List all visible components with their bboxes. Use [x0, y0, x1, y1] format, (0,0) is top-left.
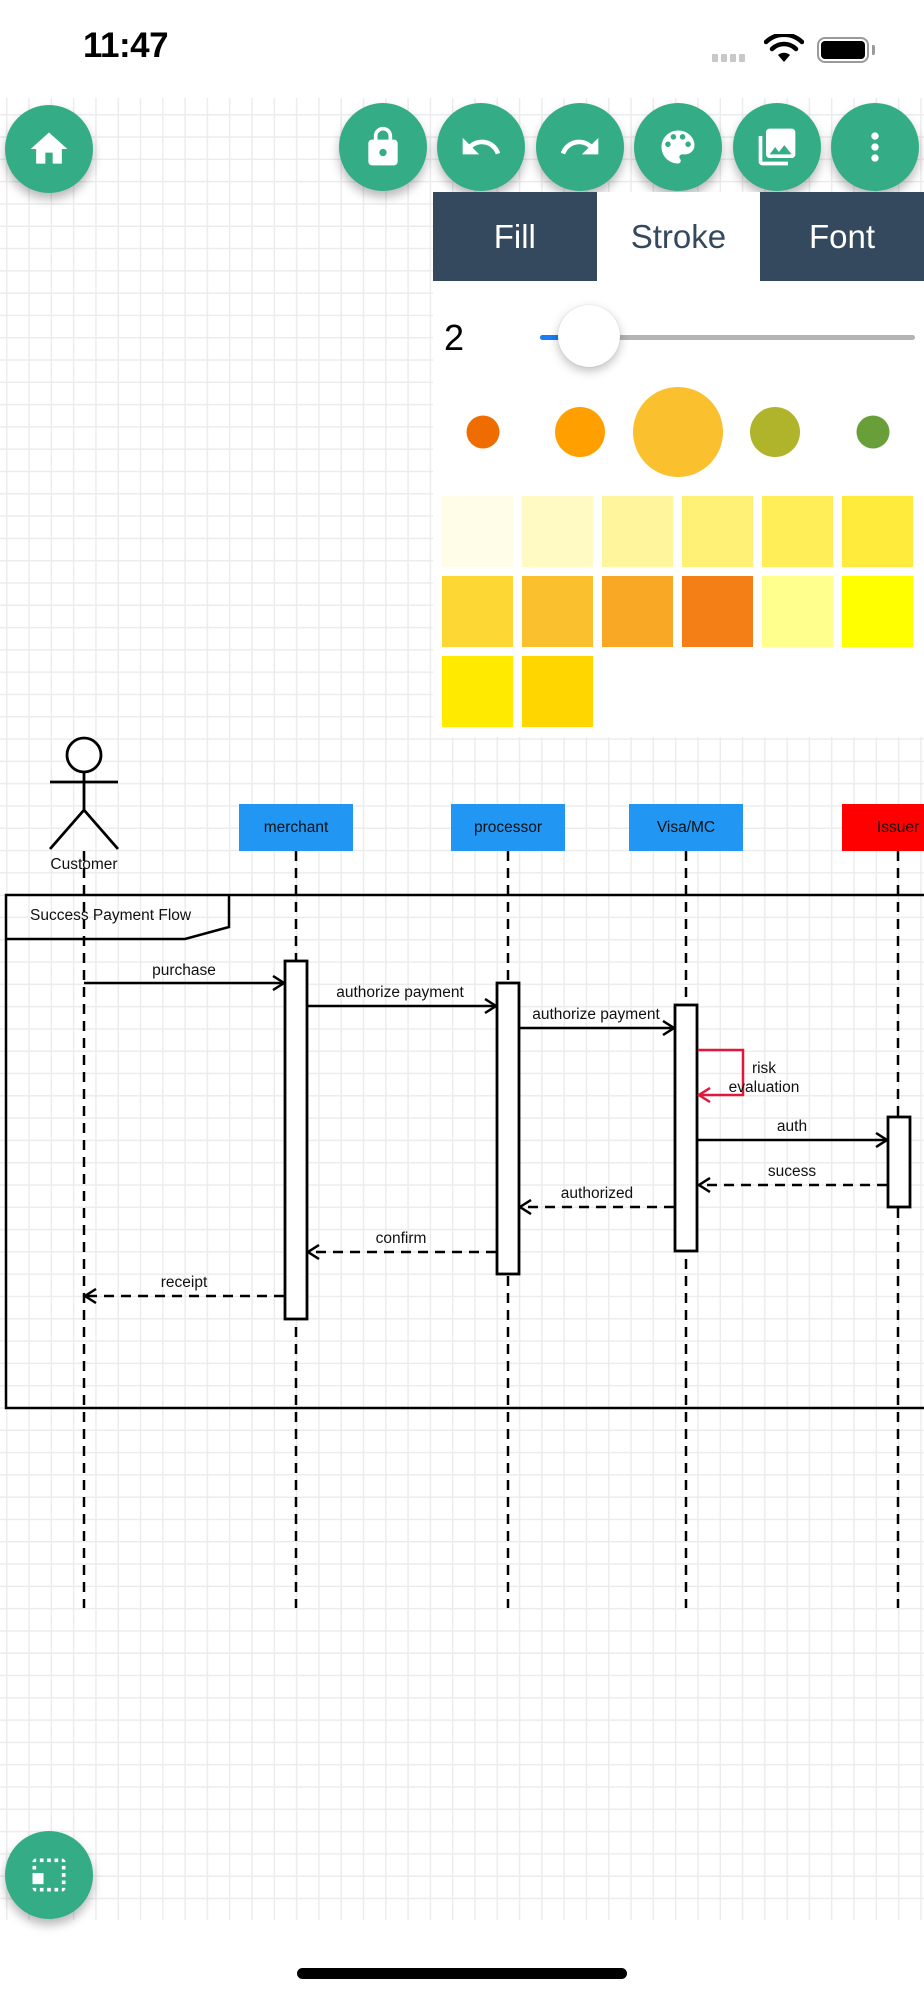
tab-stroke[interactable]: Stroke — [596, 192, 761, 281]
participant-visa-mc[interactable]: Visa/MC — [629, 804, 743, 851]
actor-customer[interactable] — [48, 736, 120, 850]
cellular-signal-icon — [712, 54, 745, 62]
message-label: authorize payment — [532, 1006, 660, 1023]
battery-icon — [817, 37, 869, 63]
shade-option[interactable] — [856, 415, 890, 449]
color-swatch[interactable] — [842, 576, 913, 647]
color-swatch[interactable] — [442, 576, 513, 647]
message-risk-evaluation[interactable] — [698, 1048, 745, 1095]
color-swatch[interactable] — [442, 496, 513, 567]
message-label: receipt — [161, 1274, 208, 1291]
slider-track — [540, 335, 915, 340]
undo-icon — [462, 137, 501, 155]
participant-issuer[interactable]: Issuer — [842, 804, 924, 851]
color-swatch[interactable] — [522, 656, 593, 727]
color-swatch[interactable] — [682, 496, 753, 567]
home-button[interactable] — [5, 105, 93, 193]
lock-button[interactable] — [339, 103, 427, 191]
shade-option[interactable] — [555, 407, 605, 457]
color-swatch[interactable] — [602, 576, 673, 647]
participant-merchant[interactable]: merchant — [239, 804, 353, 851]
color-swatch-grid — [442, 496, 922, 727]
message-label: confirm — [376, 1230, 427, 1247]
palette-button[interactable] — [634, 103, 722, 191]
more-button[interactable] — [831, 103, 919, 191]
actor-label: Customer — [50, 856, 117, 873]
fit-screen-button[interactable] — [5, 1831, 93, 1919]
more-vertical-icon — [871, 132, 879, 162]
undo-button[interactable] — [437, 103, 525, 191]
home-icon — [30, 132, 68, 164]
style-panel: Fill Stroke Font 2 — [433, 192, 924, 737]
palette-icon — [661, 130, 695, 164]
color-swatch[interactable] — [442, 656, 513, 727]
participant-label: Issuer — [877, 819, 919, 836]
color-swatch[interactable] — [762, 576, 833, 647]
message-label-line2: evaluation — [729, 1079, 800, 1096]
shade-option[interactable] — [750, 407, 800, 457]
participant-processor[interactable]: processor — [451, 804, 565, 851]
lock-icon — [368, 126, 398, 166]
color-swatch[interactable] — [842, 496, 913, 567]
status-time: 11:47 — [83, 26, 169, 65]
redo-icon — [560, 137, 599, 155]
message-label: auth — [777, 1118, 807, 1135]
tab-fill[interactable]: Fill — [433, 192, 597, 281]
participant-label: merchant — [264, 819, 329, 836]
wifi-icon — [764, 34, 804, 62]
activation-merchant[interactable] — [283, 959, 309, 1321]
shade-option[interactable] — [466, 415, 500, 449]
message-label: purchase — [152, 962, 216, 979]
gallery-button[interactable] — [733, 103, 821, 191]
tab-font[interactable]: Font — [760, 192, 924, 281]
home-indicator — [297, 1968, 627, 1979]
battery-tip — [872, 45, 875, 55]
activation-visa-mc[interactable] — [673, 1003, 699, 1253]
redo-button[interactable] — [536, 103, 624, 191]
message-label: risk — [752, 1060, 776, 1077]
shade-selector — [433, 387, 924, 477]
color-swatch[interactable] — [522, 496, 593, 567]
activation-processor[interactable] — [495, 981, 521, 1276]
stroke-width-slider[interactable] — [540, 305, 915, 367]
message-label: sucess — [768, 1163, 816, 1180]
participant-label: processor — [474, 819, 542, 836]
color-swatch[interactable] — [522, 576, 593, 647]
activation-issuer[interactable] — [886, 1115, 912, 1209]
slider-thumb[interactable] — [557, 305, 620, 367]
image-gallery-icon — [758, 128, 796, 166]
participant-label: Visa/MC — [657, 819, 715, 836]
message-label: authorized — [561, 1185, 633, 1202]
color-swatch[interactable] — [602, 496, 673, 567]
color-swatch[interactable] — [762, 496, 833, 567]
message-label: authorize payment — [336, 984, 464, 1001]
frame-label: Success Payment Flow — [30, 907, 192, 924]
combined-fragment-frame[interactable] — [4, 893, 924, 1410]
shade-option-selected[interactable] — [633, 387, 723, 477]
status-bar: 11:47 — [0, 0, 924, 98]
stroke-width-value: 2 — [444, 317, 465, 358]
fit-screen-icon — [32, 1858, 66, 1892]
color-swatch[interactable] — [682, 576, 753, 647]
style-tabs: Fill Stroke Font — [433, 192, 924, 281]
